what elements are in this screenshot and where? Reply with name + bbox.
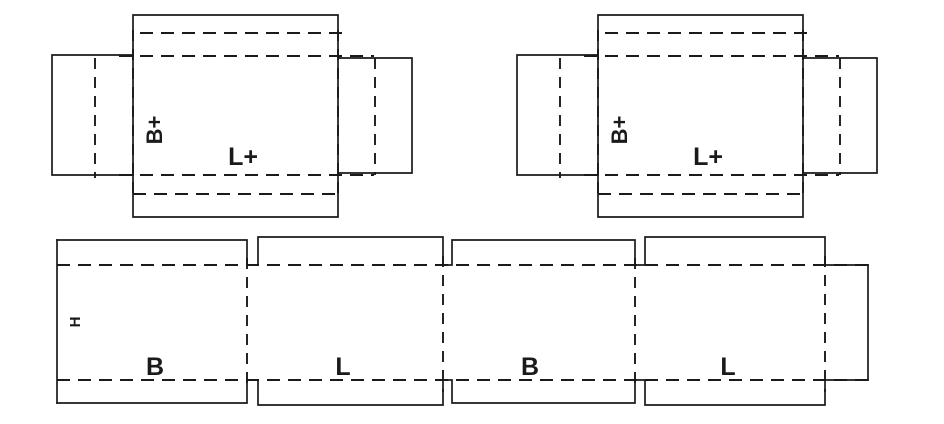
top-flap-outline (132, 14, 339, 59)
bottom-flap-outline (132, 172, 339, 218)
label-l-plus-right: L+ (693, 143, 723, 171)
left-wing-outline (516, 54, 599, 176)
label-b-plus-left: B+ (142, 116, 167, 145)
top-flap-outline (597, 14, 804, 59)
label-panel-l-2: L (720, 353, 735, 381)
label-b-plus-right: B+ (607, 116, 632, 145)
label-l-plus-left: L+ (228, 143, 258, 171)
label-panel-b-2: B (521, 353, 539, 381)
strip-top-outline (56, 236, 869, 266)
left-wing-outline (51, 54, 134, 176)
label-panel-b-1: B (146, 353, 164, 381)
strip-bottom-outline (56, 379, 869, 406)
body-strip: H B L B L (56, 236, 869, 406)
label-panel-l-1: L (335, 353, 350, 381)
bottom-flap-outline (597, 172, 804, 218)
top-right-closure-panel: B+ L+ (516, 14, 878, 218)
label-h-height: H (67, 317, 84, 328)
top-left-closure-panel: B+ L+ (51, 14, 413, 218)
